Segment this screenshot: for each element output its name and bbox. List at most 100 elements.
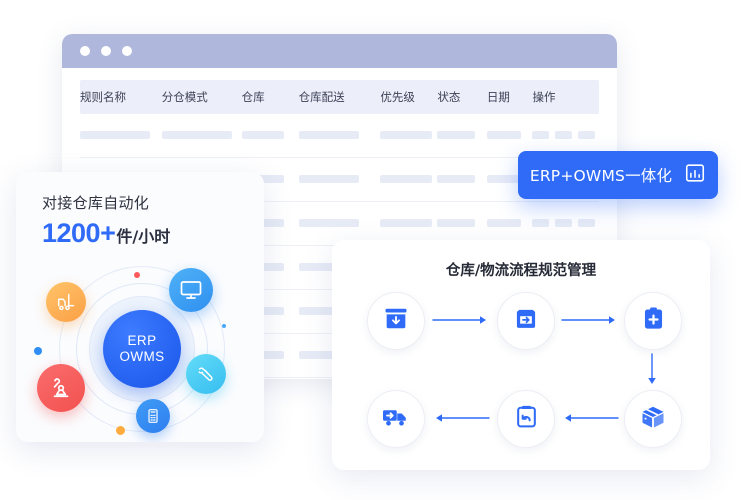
table-cell [437, 175, 486, 183]
bar-chart-icon [684, 162, 706, 189]
flow-arrow-2-to-3 [561, 316, 615, 324]
column-header-split-mode: 分仓模式 [161, 90, 208, 104]
cell-placeholder-bar [486, 219, 521, 227]
orbit-dot-small-blue [222, 324, 226, 328]
table-header-row: 规则名称 分仓模式 仓库 仓库配送 优先级 状态 日期 操作 [80, 80, 599, 114]
table-cell [437, 219, 486, 227]
table-cell [486, 131, 533, 139]
row-action-button[interactable] [578, 131, 596, 139]
delivery-truck-icon [381, 402, 411, 437]
orbit-ring-outer [59, 266, 225, 432]
flow-step-delivery[interactable] [367, 390, 425, 448]
flow-arrow-4-to-5 [565, 414, 619, 422]
stat-card-title: 对接仓库自动化 [42, 194, 150, 212]
erp-owms-core: ERP OWMS [103, 310, 181, 388]
column-header-warehouse-ship: 仓库配送 [298, 90, 345, 104]
orbit-dot-blue [34, 347, 42, 355]
window-title-bar [62, 34, 617, 68]
barcode-scanner-icon [186, 354, 226, 394]
cell-placeholder-bar [298, 351, 359, 359]
table-cell [298, 131, 381, 139]
table-cell [298, 263, 381, 271]
cell-placeholder-bar [80, 131, 150, 139]
clipboard-return-icon [513, 403, 540, 435]
table-cell [298, 351, 381, 359]
flow-step-order-create[interactable] [624, 292, 682, 350]
column-header-priority: 优先级 [380, 90, 415, 104]
package-box-icon [639, 403, 667, 436]
table-cell [380, 175, 437, 183]
stat-unit: 件/小时 [116, 227, 171, 246]
cell-placeholder-bar [161, 131, 232, 139]
badge-label: ERP+OWMS一体化 [529, 167, 673, 185]
cell-placeholder-bar [437, 219, 476, 227]
cell-placeholder-bar [380, 131, 433, 139]
column-header-actions: 操作 [532, 90, 556, 104]
cell-placeholder-bar [437, 131, 476, 139]
row-action-group[interactable] [532, 131, 599, 139]
flow-step-review[interactable] [497, 390, 555, 448]
orbit-diagram: ERP OWMS [28, 260, 256, 438]
orbit-dot-red [134, 272, 140, 278]
table-row-divider [80, 201, 599, 202]
table-cell [241, 131, 299, 139]
row-action-button[interactable] [532, 131, 550, 139]
table-cell [380, 219, 437, 227]
clipboard-plus-icon [640, 305, 667, 337]
flow-arrow-3-to-4 [648, 353, 656, 384]
cell-placeholder-bar [298, 219, 359, 227]
erp-owms-badge[interactable]: ERP+OWMS一体化 [518, 151, 718, 199]
cell-placeholder-bar [380, 175, 433, 183]
orbit-dot-orange [116, 426, 125, 435]
traffic-light-maximize-icon[interactable] [122, 46, 132, 56]
table-cell [298, 175, 381, 183]
traffic-light-minimize-icon[interactable] [101, 46, 111, 56]
cell-placeholder-bar [486, 175, 521, 183]
table-cell [380, 131, 437, 139]
inbox-download-icon [382, 305, 410, 338]
flow-step-packaging[interactable] [624, 390, 682, 448]
table-cell [161, 131, 242, 139]
column-header-status: 状态 [437, 90, 461, 104]
forklift-icon [46, 282, 86, 322]
stat-value-group: 1200+ 件/小时 [42, 218, 170, 249]
table-cell [298, 307, 381, 315]
cell-placeholder-bar [241, 131, 284, 139]
robot-arm-icon [37, 364, 85, 412]
flow-arrow-1-to-2 [432, 316, 486, 324]
core-label-owms: OWMS [119, 349, 165, 364]
cell-placeholder-bar [437, 175, 476, 183]
flow-arrow-5-to-6 [436, 414, 490, 422]
logistics-flow-card: 仓库/物流流程规范管理 [332, 240, 710, 470]
cell-placeholder-bar [298, 307, 359, 315]
cell-placeholder-bar [298, 175, 359, 183]
traffic-light-close-icon[interactable] [80, 46, 90, 56]
cell-placeholder-bar [486, 131, 521, 139]
column-header-date: 日期 [486, 90, 510, 104]
row-action-group[interactable] [532, 219, 599, 227]
table-row-divider [80, 157, 599, 158]
table-cell [437, 131, 486, 139]
cell-placeholder-bar [380, 219, 433, 227]
automation-stat-card: 对接仓库自动化 1200+ 件/小时 ERP OWMS [16, 172, 264, 442]
row-action-button[interactable] [532, 219, 550, 227]
table-cell [298, 219, 381, 227]
cell-placeholder-bar [298, 263, 359, 271]
handheld-pda-icon [136, 399, 170, 433]
flow-step-outbound[interactable] [497, 292, 555, 350]
column-header-rule-name: 规则名称 [80, 90, 126, 104]
table-cell [80, 131, 162, 139]
box-arrow-right-icon [512, 305, 540, 338]
monitor-icon [169, 268, 213, 312]
row-action-button[interactable] [578, 219, 596, 227]
table-cell [486, 219, 533, 227]
row-action-button[interactable] [555, 131, 573, 139]
table-row[interactable] [80, 124, 599, 146]
flow-step-receiving[interactable] [367, 292, 425, 350]
flow-card-title: 仓库/物流流程规范管理 [445, 263, 597, 279]
table-cell [486, 175, 533, 183]
column-header-warehouse: 仓库 [241, 90, 265, 104]
row-action-button[interactable] [555, 219, 573, 227]
cell-placeholder-bar [298, 131, 359, 139]
